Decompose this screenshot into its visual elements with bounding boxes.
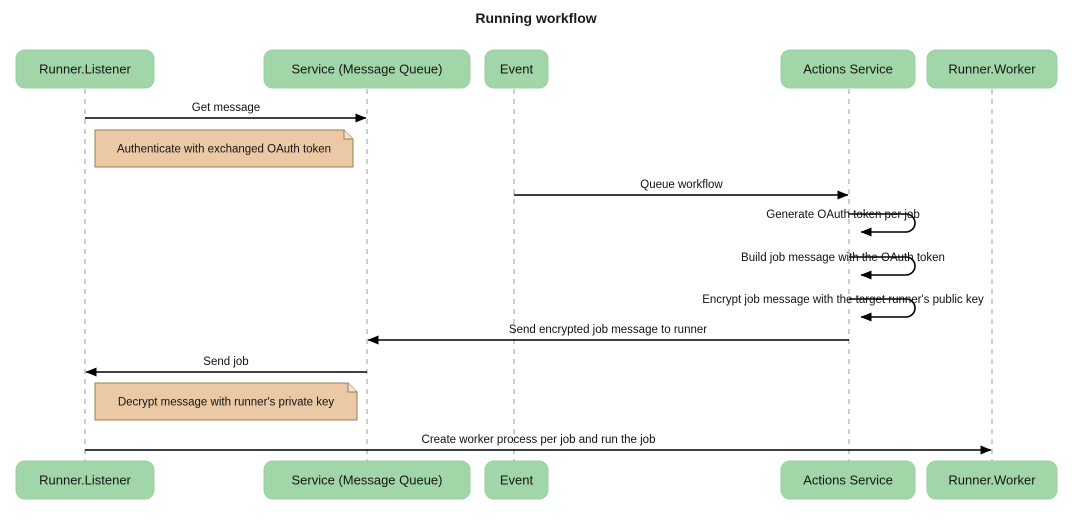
message-label: Send encrypted job message to runner — [509, 324, 707, 336]
participant-label: Event — [500, 61, 534, 76]
participant-box — [484, 460, 549, 500]
notes-group: Authenticate with exchanged OAuth tokenD… — [94, 129, 358, 421]
participant-label: Actions Service — [803, 472, 893, 487]
participants-top-group: Runner.Listener Service (Message Queue) Ev… — [15, 49, 1058, 89]
participant-box — [780, 460, 916, 500]
note-fold-corner-icon — [347, 383, 357, 393]
page-title: Running workflow — [475, 10, 596, 26]
message-create-worker-process-run-job[interactable]: Create worker process per job and run th… — [85, 434, 992, 455]
participant-runner-listener-bottom[interactable]: Runner.Listener — [15, 460, 155, 500]
message-label: Create worker process per job and run th… — [422, 434, 656, 446]
participant-service-message-queue-bottom[interactable]: Service (Message Queue) — [263, 460, 471, 500]
message-label: Generate OAuth token per job — [766, 209, 919, 221]
message-self-loop-path — [849, 213, 916, 237]
message-encrypt-job-message-public-key[interactable]: Encrypt job message with the target runn… — [702, 294, 984, 322]
participant-box — [780, 49, 916, 89]
participant-label: Runner.Worker — [948, 472, 1036, 487]
message-build-job-message-with-oauth-token[interactable]: Build job message with the OAuth token — [741, 252, 945, 280]
participant-label: Event — [500, 472, 534, 487]
note-fold-corner-icon — [343, 130, 353, 140]
participant-label: Service (Message Queue) — [291, 61, 442, 76]
note-body — [94, 129, 354, 168]
message-label: Encrypt job message with the target runn… — [702, 294, 984, 306]
note-label: Decrypt message with runner's private ke… — [118, 397, 335, 409]
message-queue-workflow[interactable]: Queue workflow — [514, 179, 849, 200]
lifelines-group — [84, 89, 993, 461]
message-label: Send job — [203, 356, 248, 368]
participant-runner-worker-bottom[interactable]: Runner.Worker — [926, 460, 1058, 500]
participant-service-message-queue-top[interactable]: Service (Message Queue) — [263, 49, 471, 89]
participant-label: Actions Service — [803, 61, 893, 76]
participant-label: Runner.Listener — [39, 61, 131, 76]
note-body — [94, 382, 358, 421]
message-label: Build job message with the OAuth token — [741, 252, 945, 264]
participant-event-top[interactable]: Event — [484, 49, 549, 89]
participant-event-bottom[interactable]: Event — [484, 460, 549, 500]
participant-runner-listener-top[interactable]: Runner.Listener — [15, 49, 155, 89]
participants-bottom-group: Runner.Listener Service (Message Queue) Ev… — [15, 460, 1058, 500]
message-send-encrypted-job-message-to-runner[interactable]: Send encrypted job message to runner — [367, 324, 849, 345]
note-label: Authenticate with exchanged OAuth token — [117, 144, 331, 156]
participant-box — [263, 49, 471, 89]
participant-actions-service-bottom[interactable]: Actions Service — [780, 460, 916, 500]
message-self-loop-path — [849, 256, 916, 280]
participant-box — [484, 49, 549, 89]
participant-box — [263, 460, 471, 500]
message-label: Queue workflow — [640, 179, 723, 191]
message-label: Get message — [192, 102, 260, 114]
note-decrypt-message-with-runners-private-key: Decrypt message with runner's private ke… — [94, 382, 358, 421]
message-send-job[interactable]: Send job — [85, 356, 367, 377]
participant-box — [926, 49, 1058, 89]
message-get-message[interactable]: Get message — [85, 102, 367, 123]
message-generate-oauth-token-per-job[interactable]: Generate OAuth token per job — [766, 209, 920, 237]
participant-label: Runner.Worker — [948, 61, 1036, 76]
participant-box — [15, 460, 155, 500]
message-self-loop-path — [849, 298, 916, 322]
note-authenticate-with-exchanged-oauth-token: Authenticate with exchanged OAuth token — [94, 129, 354, 168]
participant-runner-worker-top[interactable]: Runner.Worker — [926, 49, 1058, 89]
participant-actions-service-top[interactable]: Actions Service — [780, 49, 916, 89]
participant-box — [926, 460, 1058, 500]
participant-label: Runner.Listener — [39, 472, 131, 487]
participant-label: Service (Message Queue) — [291, 472, 442, 487]
participant-box — [15, 49, 155, 89]
